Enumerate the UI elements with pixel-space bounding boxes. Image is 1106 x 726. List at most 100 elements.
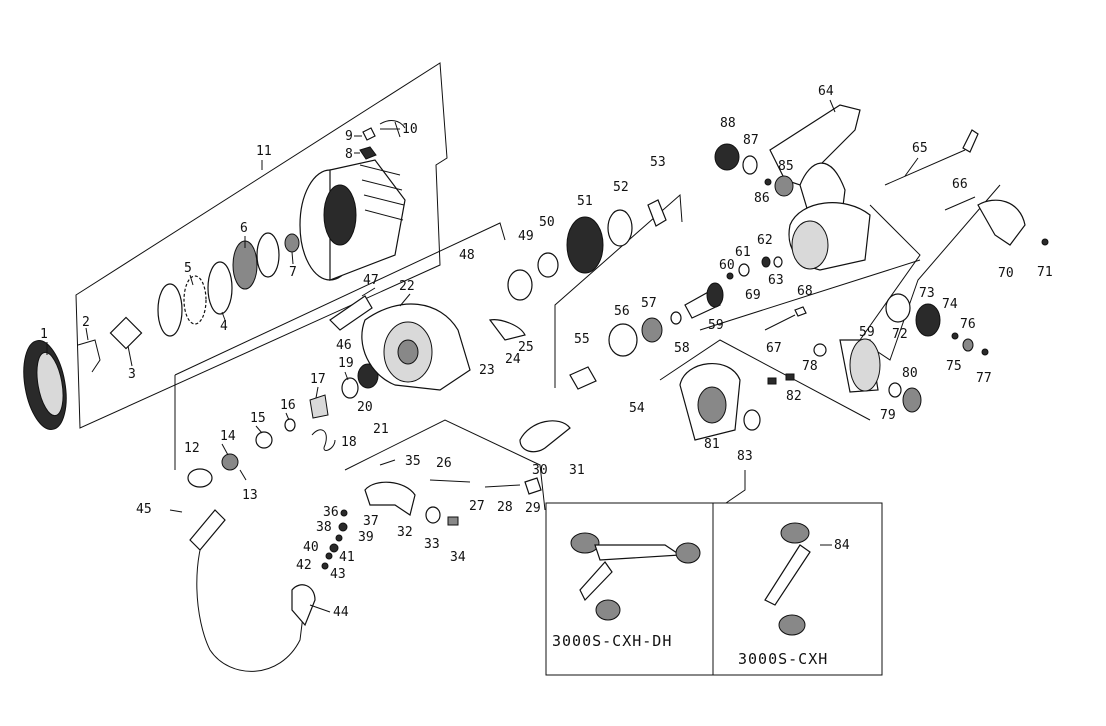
model-label-single-handle: 3000S-CXH [738,650,828,668]
part-label-76: 76 [960,317,976,332]
model-label-double-handle: 3000S-CXH-DH [552,632,672,650]
part-label-3: 3 [128,367,136,382]
part-label-84: 84 [834,538,850,553]
part-label-73: 73 [919,286,935,301]
part-label-25: 25 [518,340,534,355]
part-label-69: 69 [745,288,761,303]
part-label-18: 18 [341,435,357,450]
part-label-59b: 59 [859,325,875,340]
double-handle-drawing [570,532,701,621]
part-label-29: 29 [525,501,541,516]
part-label-28: 28 [497,500,513,515]
part-number-labels: 1 2 3 4 5 6 7 8 9 10 11 12 13 14 15 16 1… [40,84,1053,620]
part-label-53: 53 [650,155,666,170]
part-label-1: 1 [40,327,48,342]
part-label-88: 88 [720,116,736,131]
part-label-11: 11 [256,144,272,159]
part-label-66: 66 [952,177,968,192]
part-label-7: 7 [289,265,297,280]
part-label-60: 60 [719,258,735,273]
part-label-15: 15 [250,411,266,426]
part-label-78: 78 [802,359,818,374]
part-label-31: 31 [569,463,585,478]
part-label-35: 35 [405,454,421,469]
spool-group-frame [75,62,448,429]
part-label-57: 57 [641,296,657,311]
rotor-group-frame [174,222,506,470]
part-label-61: 61 [735,245,751,260]
leader-lines [46,99,919,613]
part-label-47: 47 [363,273,379,288]
part-label-58: 58 [674,341,690,356]
part-label-16: 16 [280,398,296,413]
part-label-72: 72 [892,327,908,342]
part-label-81: 81 [704,437,720,452]
body-parts [679,104,1049,441]
part-label-45: 45 [136,502,152,517]
part-label-71: 71 [1037,265,1053,280]
single-handle-drawing [764,522,811,636]
part-label-86: 86 [754,191,770,206]
part-label-14: 14 [220,429,236,444]
part-label-6: 6 [240,221,248,236]
part-label-21: 21 [373,422,389,437]
part-label-4: 4 [220,319,228,334]
part-label-48: 48 [459,248,475,263]
bail-parts [189,477,542,672]
part-label-79: 79 [880,408,896,423]
part-label-82: 82 [786,389,802,404]
part-label-83: 83 [737,449,753,464]
part-label-23: 23 [479,363,495,378]
part-label-10: 10 [402,122,418,137]
rotor-parts [187,295,571,488]
part-label-34: 34 [450,550,466,565]
part-label-52: 52 [613,180,629,195]
part-label-62: 62 [757,233,773,248]
pinion-parts [507,199,724,390]
part-label-50: 50 [539,215,555,230]
variant-labels: 3000S-CXH-DH 3000S-CXH [552,632,828,668]
part-label-51: 51 [577,194,593,209]
part-label-12: 12 [184,441,200,456]
part-label-39: 39 [358,530,374,545]
part-label-43: 43 [330,567,346,582]
part-label-87: 87 [743,133,759,148]
part-label-5: 5 [184,261,192,276]
part-label-33: 33 [424,537,440,552]
part-label-42: 42 [296,558,312,573]
part-label-30: 30 [532,463,548,478]
part-label-22: 22 [399,279,415,294]
part-label-55: 55 [574,332,590,347]
part-label-77: 77 [976,371,992,386]
part-label-75: 75 [946,359,962,374]
part-label-37: 37 [363,514,379,529]
part-label-46: 46 [336,338,352,353]
part-label-36: 36 [323,505,339,520]
pinion-group-frame [554,193,683,388]
part-label-49: 49 [518,229,534,244]
part-label-40: 40 [303,540,319,555]
bail-group-frame [344,419,546,511]
part-label-67: 67 [766,341,782,356]
part-label-64: 64 [818,84,834,99]
part-label-65: 65 [912,141,928,156]
part-label-63: 63 [768,273,784,288]
part-label-44: 44 [333,605,349,620]
part-label-20: 20 [357,400,373,415]
part-label-8: 8 [345,147,353,162]
part-label-41: 41 [339,550,355,565]
part-label-70: 70 [998,266,1014,281]
part-label-85: 85 [778,159,794,174]
part-label-38: 38 [316,520,332,535]
part-label-56: 56 [614,304,630,319]
part-label-27: 27 [469,499,485,514]
part-label-19: 19 [338,356,354,371]
lower-group-frame [659,339,871,421]
part-label-54: 54 [629,401,645,416]
part-label-68: 68 [797,284,813,299]
part-label-32: 32 [397,525,413,540]
part-label-74: 74 [942,297,958,312]
part-label-13: 13 [242,488,258,503]
part-label-9: 9 [345,129,353,144]
